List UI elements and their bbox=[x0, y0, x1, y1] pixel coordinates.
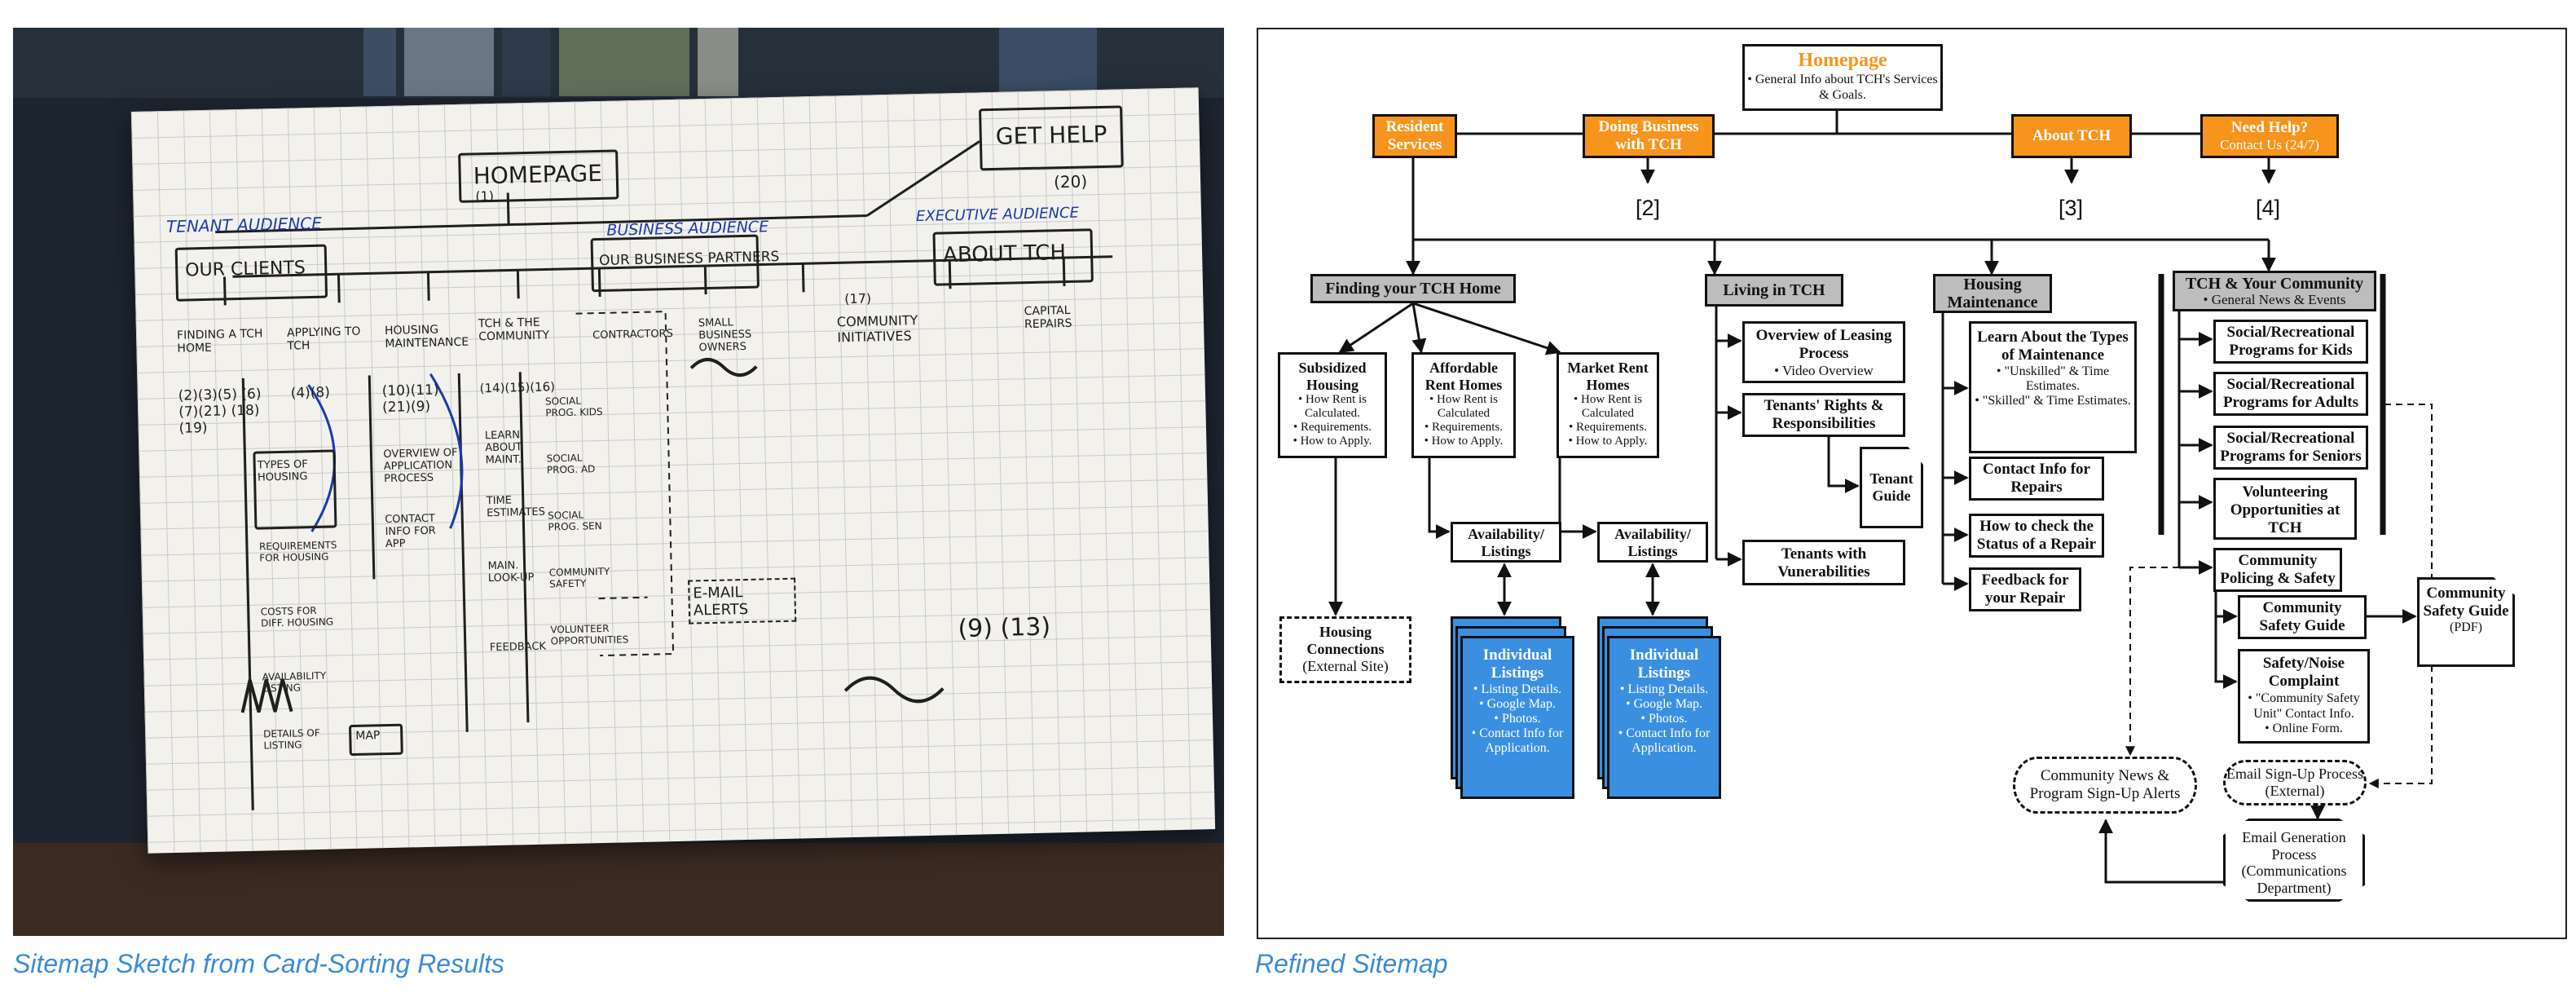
node-homepage[interactable]: Homepage • General Info about TCH's Serv… bbox=[1742, 44, 1943, 111]
node-volunteering[interactable]: Volunteering Opportunities at TCH bbox=[2213, 478, 2357, 540]
sketch-paper: HOMEPAGE (1) GET HELP (20) TENANT AUDIEN… bbox=[130, 87, 1216, 854]
node-affordable[interactable]: Affordable Rent Homes • How Rent is Calc… bbox=[1411, 352, 1516, 458]
sketch-capital: CAPITAL REPAIRS bbox=[1024, 303, 1072, 332]
node-tenant-guide[interactable]: Tenant Guide bbox=[1860, 447, 1923, 528]
sketch-map: MAP bbox=[355, 729, 381, 743]
node-safety-guide-pdf[interactable]: Community Safety Guide (PDF) bbox=[2417, 577, 2515, 667]
sketch-details: DETAILS OF LISTING bbox=[263, 726, 320, 752]
node-subsidized[interactable]: Subsidized Housing • How Rent is Calcula… bbox=[1278, 352, 1387, 458]
sketch-lines bbox=[215, 140, 1113, 810]
node-policing[interactable]: Community Policing & Safety bbox=[2213, 548, 2342, 592]
sketch-our-clients: OUR CLIENTS bbox=[185, 258, 306, 281]
node-listings-market[interactable]: Individual Listings • Listing Details. •… bbox=[1607, 636, 1721, 799]
bookshelf bbox=[13, 28, 1224, 98]
sketch-ci-num: (17) bbox=[844, 290, 872, 307]
node-tenants-rights[interactable]: Tenants' Rights & Responsibilities bbox=[1742, 393, 1905, 437]
sketch-requirements: REQUIREMENTS FOR HOUSING bbox=[258, 539, 337, 564]
node-vulnerabilities[interactable]: Tenants with Vunerabilities bbox=[1742, 540, 1905, 585]
sketch-get-help-num: (20) bbox=[1053, 171, 1088, 192]
node-prog-adults[interactable]: Social/Recreational Programs for Adults bbox=[2213, 372, 2368, 416]
sketch-nums-housing: (10)(11) (21)(9) bbox=[381, 382, 439, 417]
sketch-social-kids: SOCIAL PROG. KIDS bbox=[544, 395, 603, 419]
homepage-title: Homepage bbox=[1798, 50, 1887, 71]
sketch-homepage-num: (1) bbox=[475, 188, 495, 205]
sketch-learn-maint: LEARN ABOUT MAINT. bbox=[484, 429, 522, 467]
node-safety-guide[interactable]: Community Safety Guide bbox=[2238, 595, 2367, 639]
sketch-feedback: FEEDBACK bbox=[489, 640, 547, 655]
node-availability-affordable[interactable]: Availability/ Listings bbox=[1451, 522, 1561, 563]
sketch-applying: APPLYING TO TCH bbox=[286, 324, 361, 353]
section-living[interactable]: Living in TCH bbox=[1705, 274, 1843, 307]
sketch-community-safety: COMMUNITY SAFETY bbox=[548, 565, 610, 590]
node-noise-complaint[interactable]: Safety/Noise Complaint • "Community Safe… bbox=[2238, 649, 2370, 744]
connector-lines bbox=[1328, 111, 2433, 884]
sketch-social-sen: SOCIAL PROG. SEN bbox=[548, 509, 602, 533]
sketch-about: ABOUT TCH bbox=[942, 241, 1067, 268]
sketch-housing: HOUSING MAINTENANCE bbox=[384, 323, 469, 351]
node-learn-types[interactable]: Learn About the Types of Maintenance • "… bbox=[1969, 321, 2137, 453]
sketch-initiatives: COMMUNITY INITIATIVES bbox=[836, 312, 918, 346]
nav-about-tch[interactable]: About TCH bbox=[2011, 114, 2132, 158]
sketch-costs: COSTS FOR DIFF. HOUSING bbox=[260, 604, 334, 629]
sketch-overview-app: OVERVIEW OF APPLICATION PROCESS bbox=[383, 446, 458, 486]
sketch-tch-community: TCH & THE COMMUNITY bbox=[478, 316, 550, 344]
sketch-nums-applying: (4)(8) bbox=[290, 384, 331, 402]
sketch-time-est: TIME ESTIMATES bbox=[486, 494, 546, 520]
sketch-homepage: HOMEPAGE bbox=[473, 159, 603, 190]
refined-sitemap: Homepage • General Info about TCH's Serv… bbox=[1257, 28, 2567, 939]
sketch-finding: FINDING A TCH HOME bbox=[176, 327, 263, 355]
node-contact-repairs[interactable]: Contact Info for Repairs bbox=[1969, 457, 2104, 501]
node-check-status[interactable]: How to check the Status of a Repair bbox=[1969, 514, 2104, 558]
node-availability-market[interactable]: Availability/ Listings bbox=[1597, 522, 1708, 563]
section-finding-home[interactable]: Finding your TCH Home bbox=[1310, 274, 1516, 303]
node-overview-leasing[interactable]: Overview of Leasing Process • Video Over… bbox=[1742, 321, 1905, 383]
nav-need-help[interactable]: Need Help? Contact Us (24/7) bbox=[2200, 114, 2339, 158]
caption-right: Refined Sitemap bbox=[1255, 949, 1448, 978]
sketch-contact-app: CONTACT INFO FOR APP bbox=[385, 512, 436, 551]
sketch-main-lookup: MAIN. LOOK-UP bbox=[487, 559, 535, 585]
section-housing-maint[interactable]: Housing Maintenance bbox=[1933, 274, 2052, 313]
nav-resident-services[interactable]: Resident Services bbox=[1372, 114, 1457, 158]
sketch-email-alerts: E-MAIL ALERTS bbox=[688, 577, 797, 624]
sketch-tenant-audience: TENANT AUDIENCE bbox=[165, 213, 323, 237]
sketch-photo: HOMEPAGE (1) GET HELP (20) TENANT AUDIEN… bbox=[13, 28, 1224, 936]
ref-2: [2] bbox=[1636, 196, 1661, 220]
sketch-types: TYPES OF HOUSING bbox=[257, 458, 308, 484]
sketch-volunteer: VOLUNTEER OPPORTUNITIES bbox=[550, 622, 629, 647]
node-news-alerts[interactable]: Community News & Program Sign-Up Alerts bbox=[2013, 757, 2197, 814]
floor bbox=[13, 843, 1224, 936]
caption-left: Sitemap Sketch from Card-Sorting Results bbox=[13, 949, 504, 978]
sketch-nums-bottom: (9) (13) bbox=[958, 612, 1051, 644]
node-feedback-repair[interactable]: Feedback for your Repair bbox=[1969, 567, 2081, 611]
node-email-generation[interactable]: Email Generation Process (Communications… bbox=[2223, 819, 2365, 902]
sketch-contractors: CONTRACTORS bbox=[592, 327, 674, 342]
sketch-get-help: GET HELP bbox=[995, 120, 1107, 150]
node-listings-affordable[interactable]: Individual Listings • Listing Details. •… bbox=[1460, 636, 1574, 799]
node-prog-seniors[interactable]: Social/Recreational Programs for Seniors bbox=[2213, 426, 2368, 470]
homepage-desc: • General Info about TCH's Services & Go… bbox=[1747, 73, 1938, 103]
sketch-nums-finding: (2)(3)(5) (6)(7)(21) (18)(19) bbox=[178, 386, 262, 437]
node-prog-kids[interactable]: Social/Recreational Programs for Kids bbox=[2213, 320, 2368, 364]
nav-doing-business[interactable]: Doing Business with TCH bbox=[1583, 114, 1715, 158]
node-housing-connections[interactable]: Housing Connections (External Site) bbox=[1279, 616, 1411, 683]
sketch-availability: AVAILABILITY LISTING bbox=[262, 669, 327, 695]
section-community[interactable]: TCH & Your Community • General News & Ev… bbox=[2173, 271, 2376, 311]
sketch-small-business: SMALL BUSINESS OWNERS bbox=[698, 316, 752, 355]
ref-3: [3] bbox=[2059, 196, 2084, 220]
ref-4: [4] bbox=[2256, 196, 2281, 220]
node-market[interactable]: Market Rent Homes • How Rent is Calculat… bbox=[1557, 352, 1659, 458]
node-email-signup[interactable]: Email Sign-Up Process (External) bbox=[2223, 760, 2367, 805]
sketch-social-ad: SOCIAL PROG. AD bbox=[546, 452, 596, 476]
sketch-nums-tch: (14)(15)(16) bbox=[479, 379, 556, 396]
